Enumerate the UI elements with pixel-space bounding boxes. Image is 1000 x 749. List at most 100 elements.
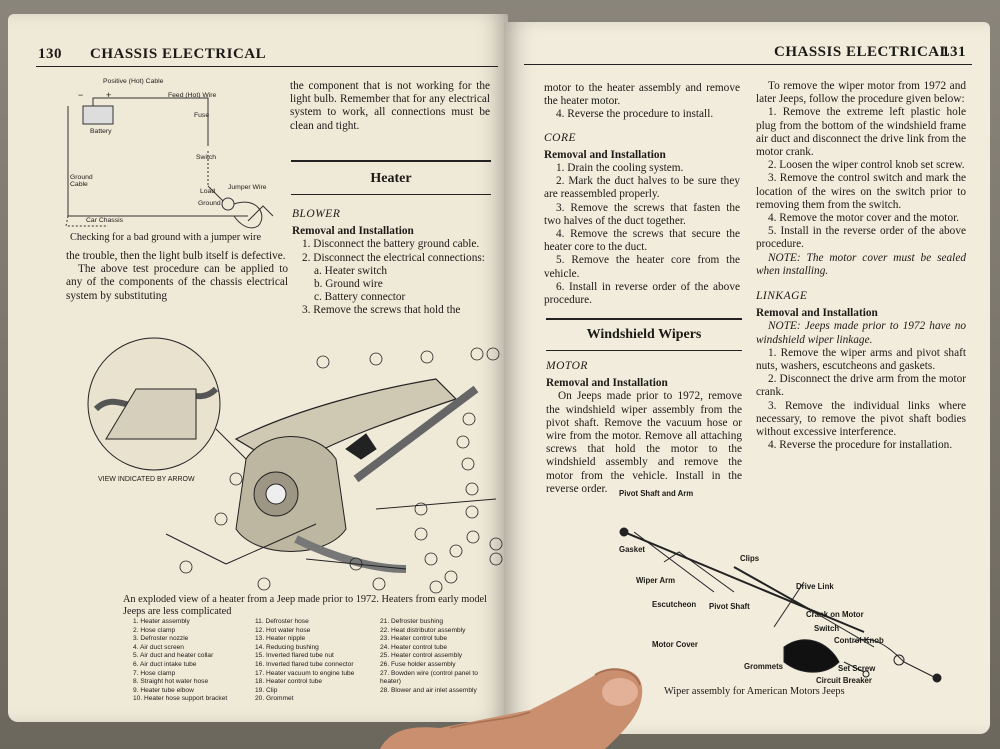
legend-item: 2. Hose clamp	[133, 626, 176, 634]
step: 4. Remove the motor cover and the motor.	[768, 212, 960, 225]
motor-heading: Removal and Installation	[546, 377, 668, 390]
section-rule	[291, 160, 491, 162]
step: a. Heater switch	[314, 264, 388, 277]
wiper-assembly-diagram	[619, 527, 942, 683]
left-column-1: the trouble, then the light bulb itself …	[66, 250, 288, 303]
legend-item: 16. Inverted flared tube connector	[255, 660, 354, 668]
running-head: CHASSIS ELECTRICAL	[774, 44, 951, 60]
legend-item: 20. Grommet	[255, 695, 294, 703]
legend-item: 25. Heater control assembly	[380, 652, 463, 660]
step: 2. Disconnect the electrical connections…	[302, 251, 485, 264]
legend-item: 3. Defroster nozzle	[133, 635, 189, 643]
section-rule	[546, 318, 742, 320]
wiper-caption: Wiper assembly for American Motors Jeeps	[664, 686, 845, 697]
left-page: 130 CHASSIS ELECTRICAL Positive (Hot) Ca…	[8, 14, 508, 722]
blower-section: BLOWER Removal and Installation 1. Disco…	[292, 202, 492, 318]
heater-exploded-diagram	[87, 337, 503, 594]
section-rule	[291, 194, 491, 195]
legend-item: 10. Heater hose support bracket	[133, 695, 228, 703]
label-drive-link: Drive Link	[796, 582, 834, 591]
step: 3. Remove the individual links where nec…	[756, 399, 966, 439]
legend-item: 15. Inverted flared tube nut	[255, 652, 334, 660]
step: 2. Mark the duct halves to be sure they …	[544, 175, 740, 201]
label-ground-cable: Ground Cable	[70, 174, 93, 188]
running-head: CHASSIS ELECTRICAL	[90, 46, 267, 62]
legend-column-3: 21. Defroster bushing 22. Heat distribut…	[380, 618, 505, 695]
legend-item: 8. Straight hot water hose	[133, 678, 209, 686]
left-column-2: the component that is not working for th…	[290, 80, 490, 133]
circuit-diagram	[65, 97, 274, 229]
blower-heading: Removal and Installation	[292, 225, 414, 238]
label-pivot-arm: Pivot Shaft and Arm	[619, 489, 694, 498]
legend-item: 26. Fuse holder assembly	[380, 660, 456, 668]
legend-item: heater)	[380, 678, 401, 686]
label-motor-cover: Motor Cover	[652, 640, 698, 649]
paragraph: The above test procedure can be applied …	[66, 263, 288, 302]
label-clips: Clips	[740, 554, 760, 563]
motor-subhead: MOTOR	[546, 360, 588, 372]
label-minus: −	[78, 90, 84, 100]
label-control-knob: Control Knob	[834, 636, 884, 645]
paragraph: motor to the heater assembly and remove …	[544, 82, 740, 108]
legend-item: 5. Air duct and heater collar	[133, 652, 214, 660]
legend-column-1: 1. Heater assembly 2. Hose clamp 3. Defr…	[133, 618, 253, 704]
step: 5. Remove the heater core from the vehic…	[544, 254, 740, 280]
label-jumper: Jumper Wire	[228, 184, 267, 191]
legend-item: 11. Defroster hose	[255, 618, 309, 625]
section-rule	[546, 350, 742, 351]
step: 2. Disconnect the drive arm from the mot…	[756, 373, 966, 399]
label-battery: Battery	[90, 128, 112, 135]
step: 5. Install in the reverse order of the a…	[756, 225, 966, 251]
wipers-title: Windshield Wipers	[586, 327, 702, 342]
legend-item: 27. Bowden wire (control panel to	[380, 669, 478, 677]
label-switch: Switch	[196, 154, 217, 161]
legend-item: 7. Hose clamp	[133, 669, 176, 677]
label-switch: Switch	[814, 624, 840, 633]
label-car-chassis: Car Chassis	[86, 217, 124, 224]
step: 4. Reverse the procedure for installatio…	[768, 439, 953, 452]
header-rule	[36, 66, 498, 67]
note: NOTE: Jeeps made prior to 1972 have no w…	[756, 320, 966, 346]
paragraph: the trouble, then the light bulb itself …	[66, 250, 286, 262]
label-fuse: Fuse	[194, 112, 210, 119]
step: b. Ground wire	[314, 278, 383, 291]
paragraph: the component that is not working for th…	[290, 80, 490, 132]
view-indicated-label: VIEW INDICATED BY ARROW	[98, 476, 195, 483]
legend-item: 4. Air duct screen	[133, 643, 184, 651]
step: 1. Remove the wiper arms and pivot shaft…	[756, 346, 966, 373]
label-set-screw: Set Screw	[838, 664, 876, 673]
step: 1. Disconnect the battery ground cable.	[302, 238, 480, 251]
page-number: 131	[942, 44, 966, 60]
hand-holding-book	[380, 668, 643, 749]
legend-item: 17. Heater vacuum to engine tube	[255, 669, 355, 677]
label-positive: Positive (Hot) Cable	[103, 78, 164, 85]
right-page: CHASSIS ELECTRICAL 131 motor to the heat…	[504, 22, 990, 734]
step: 1. Drain the cooling system.	[556, 162, 684, 175]
right-column-2: To remove the wiper motor from 1972 and …	[756, 80, 966, 452]
label-ground: Ground	[198, 200, 221, 207]
legend-column-2: 11. Defroster hose 12. Hot water hose 13…	[255, 618, 380, 704]
step: 4. Remove the screws that secure the hea…	[544, 228, 740, 254]
legend-item: 6. Air duct intake tube	[133, 660, 197, 668]
label-gasket: Gasket	[619, 545, 646, 554]
step: 3. Remove the control switch and mark th…	[756, 172, 966, 211]
note: NOTE: The motor cover must be sealed whe…	[756, 251, 966, 277]
step: 3. Remove the screws that fasten the two…	[544, 201, 740, 227]
label-load: Load	[200, 188, 216, 195]
blower-subhead: BLOWER	[292, 208, 341, 220]
right-column-1: motor to the heater assembly and remove …	[544, 82, 740, 307]
legend-item: 19. Clip	[255, 686, 278, 694]
linkage-subhead: LINKAGE	[756, 290, 808, 303]
label-crank: Crank on Motor	[806, 610, 864, 619]
legend-item: 21. Defroster bushing	[380, 618, 444, 625]
legend-item: 18. Heater control tube	[255, 678, 323, 686]
label-escutcheon: Escutcheon	[652, 600, 697, 609]
step: 4. Reverse the procedure to install.	[556, 108, 714, 121]
motor-section: MOTOR Removal and Installation On Jeeps …	[546, 354, 742, 496]
legend-item: 9. Heater tube elbow	[133, 686, 194, 694]
legend-item: 22. Heat distributor assembly	[380, 626, 466, 634]
legend-item: 12. Hot water hose	[255, 626, 311, 634]
legend-item: 14. Reducing bushing	[255, 643, 319, 651]
legend-item: 24. Heater control tube	[380, 643, 448, 651]
step: c. Battery connector	[314, 291, 406, 304]
